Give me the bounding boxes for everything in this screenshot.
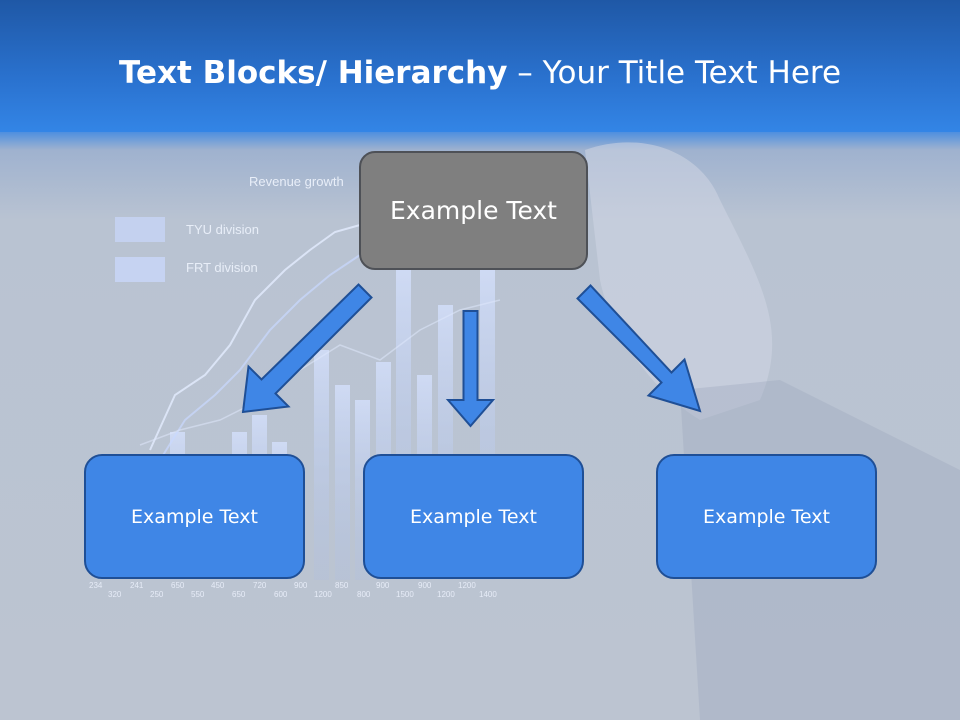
hierarchy-top-box: Example Text [359,151,588,270]
axis-label: 1400 [479,590,497,599]
child-box-label: Example Text [410,505,537,528]
hierarchy-child-box-2: Example Text [363,454,584,579]
legend-label-tyu: TYU division [186,222,259,237]
axis-label: 241 [130,581,144,590]
axis-label: 1500 [396,590,414,599]
hierarchy-child-box-1: Example Text [84,454,305,579]
axis-label: 650 [171,581,185,590]
axis-label: 600 [274,590,288,599]
trend-line-3 [139,299,501,446]
axis-label: 1200 [314,590,332,599]
axis-labels: 234 241 650 450 720 900 850 900 900 1200… [89,581,497,599]
axis-label: 250 [150,590,164,599]
trend-line-2 [159,254,361,461]
child-box-label: Example Text [131,505,258,528]
arrow-center [445,310,496,428]
legend-swatch-frt [115,257,165,282]
axis-label: 1200 [458,581,476,590]
axis-label: 720 [253,581,267,590]
legend-swatch-tyu [115,217,165,242]
title-band [0,0,960,132]
axis-label: 450 [211,581,225,590]
title-rest: – Your Title Text Here [507,55,842,91]
arrow-left [241,283,373,414]
axis-label: 800 [357,590,371,599]
axis-label: 900 [418,581,432,590]
revenue-growth-label: Revenue growth [249,174,344,189]
axis-label: 900 [376,581,390,590]
axis-label: 900 [294,581,308,590]
hierarchy-child-box-3: Example Text [656,454,877,579]
axis-label: 850 [335,581,349,590]
legend-label-frt: FRT division [186,260,258,275]
top-box-label: Example Text [390,196,557,225]
axis-label: 650 [232,590,246,599]
title-bold: Text Blocks/ Hierarchy [118,55,508,91]
axis-label: 1200 [437,590,455,599]
axis-label: 234 [89,581,103,590]
arrow-right [576,284,702,413]
trend-line-1 [149,224,361,451]
axis-label: 550 [191,590,205,599]
child-box-label: Example Text [703,505,830,528]
axis-label: 320 [108,590,122,599]
slide-title: Text Blocks/ Hierarchy – Your Title Text… [0,55,960,91]
